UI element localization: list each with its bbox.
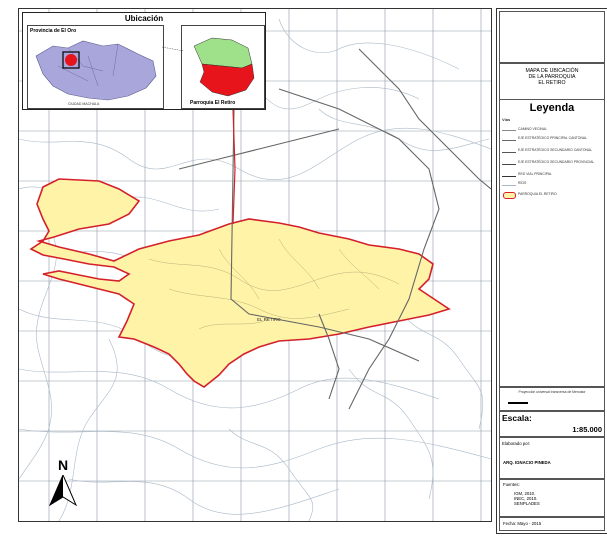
map-title-line: DE LA PARROQUIA (528, 74, 576, 80)
sidebar-logo-box (499, 11, 605, 63)
escala-value: 1:85.000 (572, 425, 602, 434)
road-north (358, 48, 491, 190)
parish-inset-map (193, 37, 255, 97)
legend-swatch-vecinal (502, 130, 516, 131)
parish-locator-dot (65, 54, 77, 66)
inset-province-box: Provincia de El Oro CIUDAD MACHALA (27, 25, 164, 109)
inset-parish-box: Parroquia El Retiro (181, 25, 265, 109)
legend-item: CAMINO VECINAL (518, 127, 548, 131)
map-canvas[interactable]: EL RETIRO (19, 9, 491, 521)
legend-section-label: Vías (502, 117, 511, 122)
legend-swatch-red-vial (502, 176, 516, 177)
elaborado-value: ARQ. IGNACIO PINEDA (503, 460, 551, 465)
fuentes-list: IGM, 2010. INEC, 2010. SENPLADES (514, 491, 540, 506)
elaborado-box: Elaborado por: ARQ. IGNACIO PINEDA (499, 437, 605, 479)
legend-swatch-principal (502, 140, 516, 141)
fuentes-label: Fuentes: (503, 482, 520, 487)
legend-item: EJE ESTRATÉGICO SECUNDARIO PROVINCIAL (518, 160, 595, 164)
inset-leader-line (162, 46, 184, 52)
fuentes-box: Fuentes: IGM, 2010. INEC, 2010. SENPLADE… (499, 479, 605, 517)
rivers-layer (19, 18, 491, 521)
inset-title: Ubicación (124, 14, 164, 23)
fuente-item: SENPLADES (514, 501, 540, 506)
north-arrow-icon (48, 475, 78, 507)
legend-swatch-provincial (502, 164, 516, 165)
province-shape (35, 40, 157, 101)
legend-title: Leyenda (529, 102, 575, 114)
inset-zoom-box (62, 51, 80, 69)
projection-text: Proyección universal transversa de Merca… (518, 390, 586, 394)
map-sidebar: MAPA DE UBICACIÓN DE LA PARROQUIA EL RET… (496, 8, 607, 534)
map-title-line: MAPA DE UBICACIÓN (525, 68, 579, 74)
escala-box: Escala: 1:85.000 (499, 411, 605, 437)
country-label: CIUDAD MACHALA (68, 102, 100, 106)
legend-swatch-rios (502, 185, 516, 186)
place-label: EL RETIRO (257, 317, 281, 322)
legend-item: RED VIAL PRINCIPAL (518, 172, 552, 176)
parish-el-retiro-polygon[interactable] (29, 178, 451, 388)
road-secondary (230, 108, 420, 362)
scale-bar-icon (508, 402, 528, 404)
parish-inset-label: Parroquia El Retiro (190, 100, 236, 106)
legend-swatch-secundario (502, 152, 516, 153)
location-inset: Ubicación Provincia de El Oro CIUDAD MAC… (22, 12, 266, 110)
road-vecinal (178, 128, 340, 170)
parish-road-north (232, 108, 236, 225)
legend-item: EJE ESTRATÉGICO SECUNDARIO CANTONAL (518, 148, 593, 152)
map-title-line: EL RETIRO (538, 80, 566, 86)
fuente-item: INEC, 2010. (514, 496, 538, 501)
fuente-item: IGM, 2010. (514, 491, 536, 496)
elaborado-label: Elaborado por: (502, 441, 531, 446)
road-primary (278, 88, 440, 410)
fecha-box: Fecha: Mayo - 2015 (499, 517, 605, 531)
roads-layer (178, 48, 491, 410)
parish-streams (148, 238, 400, 330)
legend-item: PARROQUIA EL RETIRO (518, 192, 557, 196)
legend-swatch-parroquia (503, 192, 516, 199)
north-label: N (58, 457, 69, 473)
projection-box: Proyección universal transversa de Merca… (499, 387, 605, 411)
province-label: Provincia de El Oro (30, 28, 77, 34)
legend-item: EJE ESTRATÉGICO PRINCIPAL CANTONAL (518, 136, 588, 140)
escala-label: Escala: (502, 413, 532, 423)
legend-box: Leyenda Vías CAMINO VECINAL EJE ESTRATÉG… (499, 99, 605, 387)
grid-coord-label: · (20, 29, 21, 33)
legend-item: RÍOS (518, 181, 527, 185)
map-title: MAPA DE UBICACIÓN DE LA PARROQUIA EL RET… (499, 63, 605, 103)
province-map (35, 40, 157, 101)
